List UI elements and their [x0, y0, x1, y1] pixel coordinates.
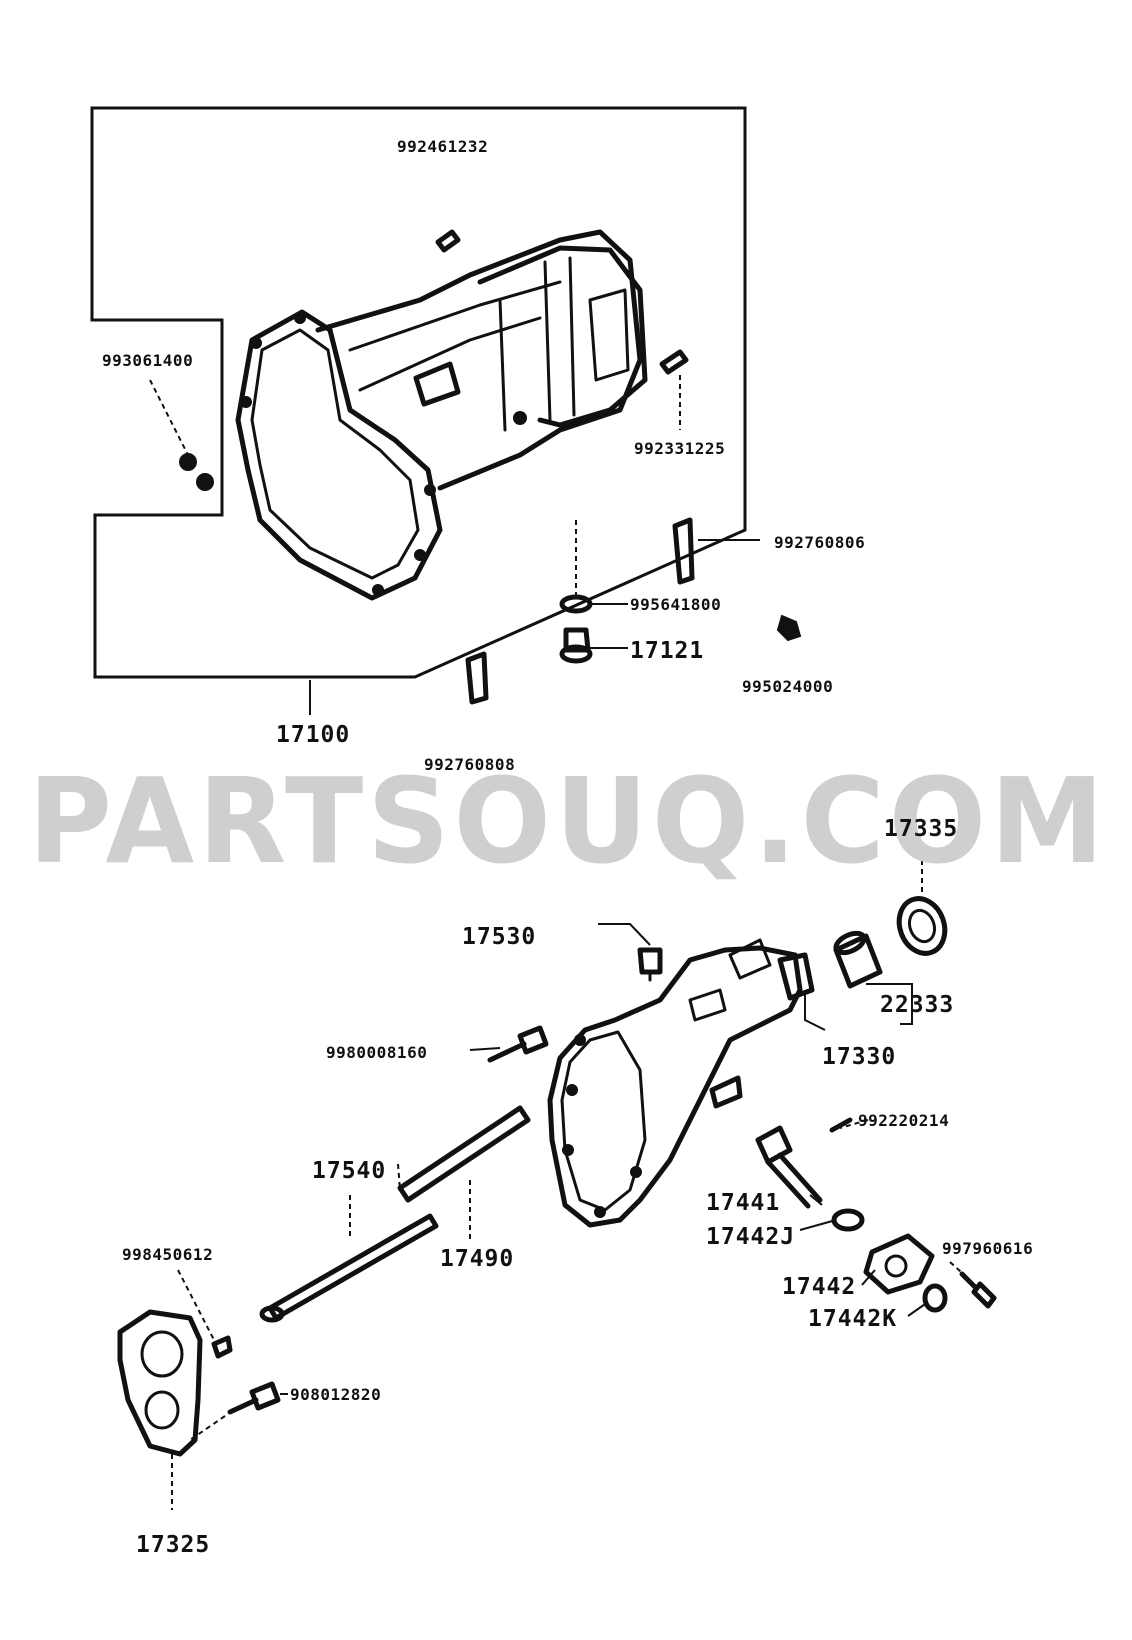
- label-17325: 17325: [136, 1532, 210, 1558]
- label-17335: 17335: [884, 816, 958, 842]
- plug-993061400: [179, 453, 214, 491]
- label-17121: 17121: [630, 638, 704, 664]
- extension-housing: [547, 938, 815, 1228]
- label-992461232: 992461232: [397, 137, 488, 156]
- bolt-998450612: [211, 1335, 233, 1359]
- bolt-908012820: [227, 1381, 281, 1415]
- label-995641800: 995641800: [630, 595, 721, 614]
- clip-992760808: [465, 651, 489, 705]
- label-17442K: 17442K: [808, 1306, 897, 1332]
- bolt-9980008160: [487, 1025, 549, 1063]
- bushing-22333: [833, 930, 883, 989]
- watermark-text: PARTSOUQ.COM: [28, 752, 1108, 890]
- label-998450612: 998450612: [122, 1245, 213, 1264]
- rod-17540: [259, 1213, 439, 1323]
- oil-seal-17335: [896, 896, 948, 956]
- plug-17530: [637, 947, 663, 982]
- label-993061400: 993061400: [102, 351, 193, 370]
- label-992760806: 992760806: [774, 533, 865, 552]
- label-17530: 17530: [462, 924, 536, 950]
- plug-995024000: [776, 614, 802, 642]
- dowel-pin-992331225: [659, 349, 689, 375]
- label-992220214: 992220214: [858, 1111, 949, 1130]
- label-17442J: 17442J: [706, 1224, 795, 1250]
- bolt-997960616: [959, 1271, 997, 1309]
- drain-plug-17121: [559, 627, 593, 664]
- label-995024000: 995024000: [742, 677, 833, 696]
- assembly-17100-frame: [90, 106, 747, 679]
- label-17441: 17441: [706, 1190, 780, 1216]
- label-908012820: 908012820: [290, 1385, 381, 1404]
- label-17540: 17540: [312, 1158, 386, 1184]
- label-997960616: 997960616: [942, 1239, 1033, 1258]
- label-992331225: 992331225: [634, 439, 725, 458]
- shaft-17490: [397, 1105, 531, 1203]
- label-17442: 17442: [782, 1274, 856, 1300]
- label-992760808: 992760808: [424, 755, 515, 774]
- label-17100: 17100: [276, 722, 350, 748]
- dowel-pin-992461232: [435, 229, 461, 253]
- transmission-case: [235, 229, 648, 601]
- seal-17442K: [922, 1283, 948, 1313]
- clip-992760806: [672, 517, 695, 585]
- label-9980008160: 9980008160: [326, 1043, 427, 1062]
- sleeve-17442: [863, 1233, 935, 1295]
- cover-17325: [117, 1309, 203, 1457]
- label-22333: 22333: [880, 992, 954, 1018]
- pin-992220214: [829, 1117, 853, 1133]
- label-17330: 17330: [822, 1044, 896, 1070]
- o-ring-17442J: [831, 1208, 865, 1232]
- speedometer-gear-17441: [755, 1125, 823, 1209]
- label-17490: 17490: [440, 1246, 514, 1272]
